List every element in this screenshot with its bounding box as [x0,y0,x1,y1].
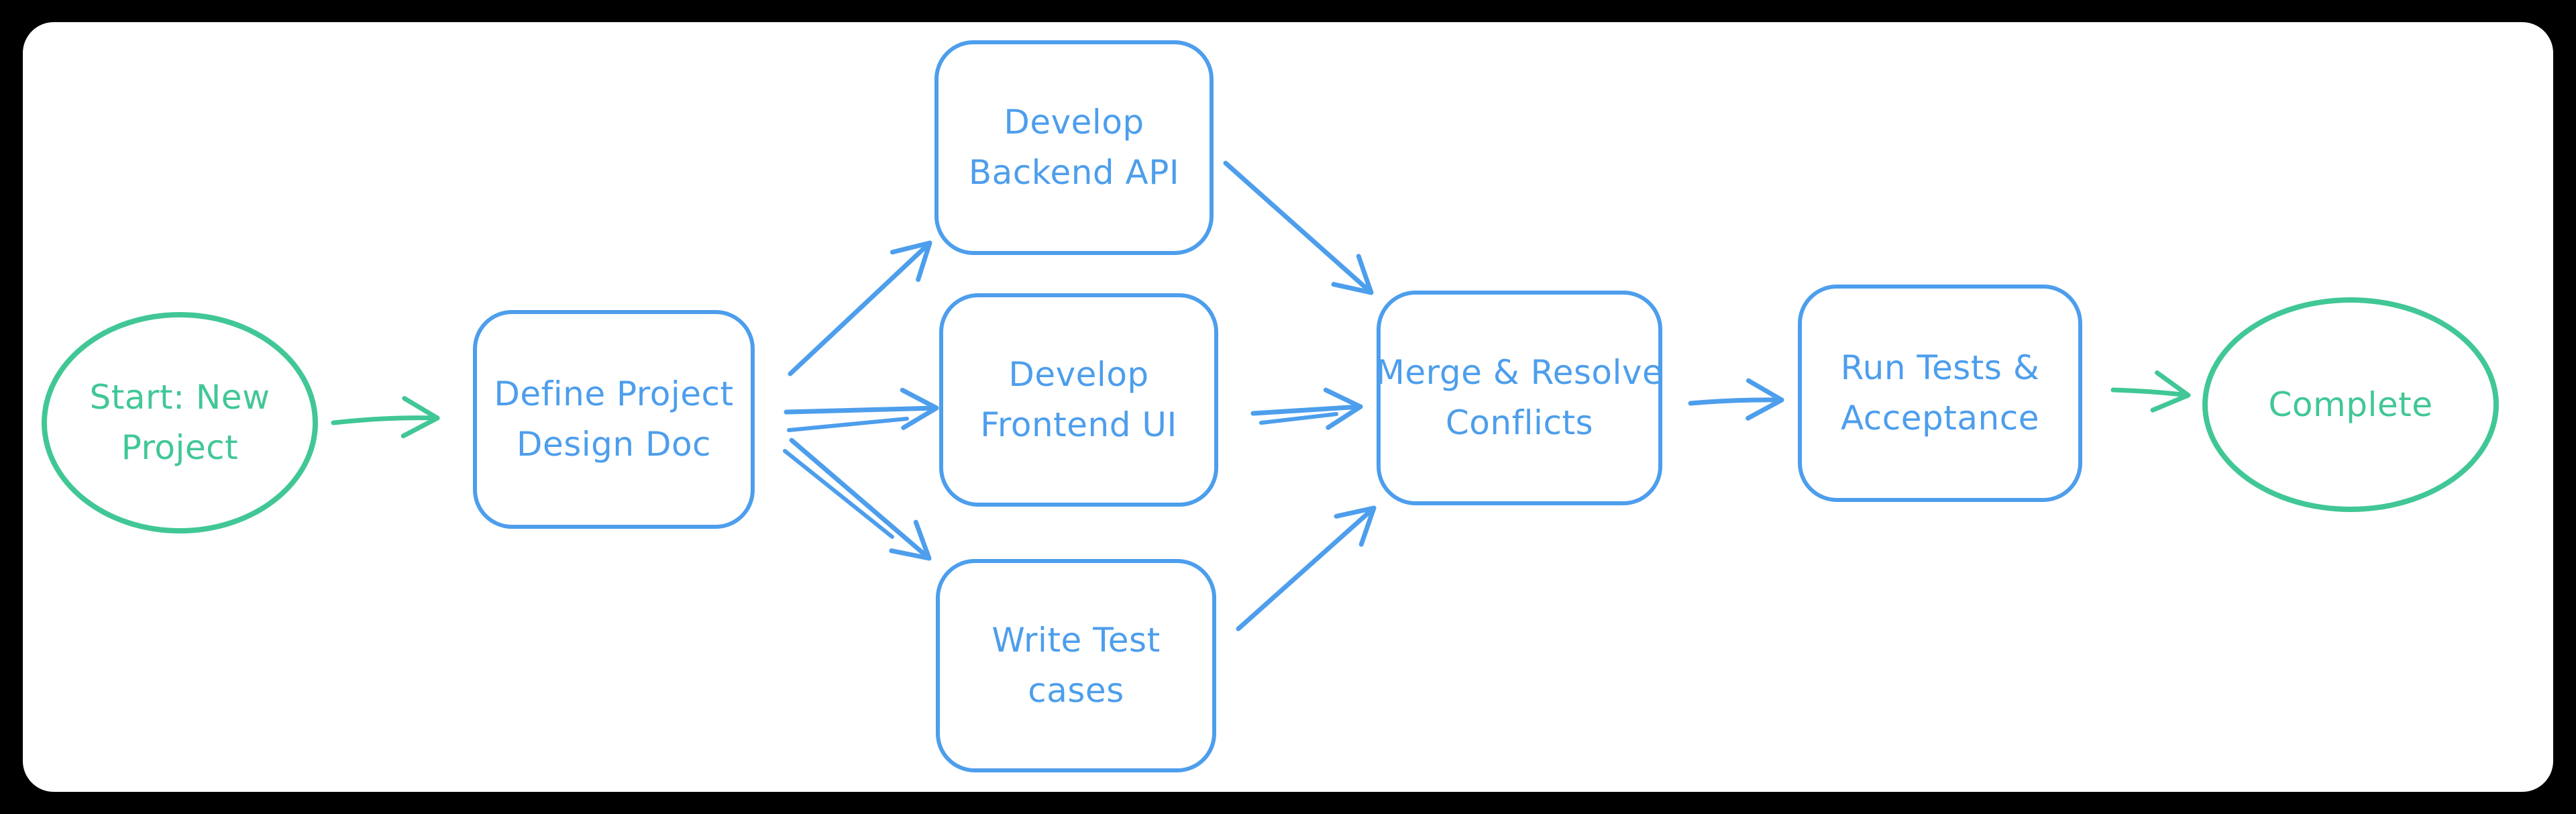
node-complete-label: Complete [2268,385,2433,424]
node-complete[interactable]: Complete [2202,297,2499,512]
edge-define-frontend[interactable] [784,387,939,430]
whiteboard-canvas[interactable] [23,22,2553,792]
edge-testcases-merge[interactable] [1236,505,1377,631]
edge-define-testcases[interactable] [789,438,932,561]
node-frontend-label: Develop Frontend UI [980,355,1177,444]
edge-runtests-complete[interactable] [2110,370,2191,413]
node-merge-resolve-conflicts[interactable]: Merge & Resolve Conflicts [1375,291,1664,505]
node-testcases-label: Write Test cases [991,621,1161,710]
node-start[interactable]: Start: New Project [42,312,318,533]
node-write-test-cases[interactable]: Write Test cases [936,559,1216,772]
edge-start-define[interactable] [331,396,440,439]
node-develop-frontend-ui[interactable]: Develop Frontend UI [939,293,1218,507]
node-define-project-design-doc[interactable]: Define Project Design Doc [473,310,755,529]
edge-frontend-merge[interactable] [1250,387,1363,430]
node-define-label: Define Project Design Doc [494,374,734,464]
node-start-label: Start: New Project [89,378,270,467]
node-runtests-label: Run Tests & Acceptance [1840,348,2040,438]
node-run-tests-acceptance[interactable]: Run Tests & Acceptance [1798,285,2082,502]
edge-define-backend[interactable] [788,240,932,376]
edge-backend-merge[interactable] [1223,160,1374,295]
node-develop-backend-api[interactable]: Develop Backend API [934,40,1214,255]
edge-merge-runtests[interactable] [1688,378,1784,421]
edge-define-testcases-sketch [783,449,894,539]
node-backend-label: Develop Backend API [968,103,1180,192]
edge-define-frontend-sketch [787,417,909,432]
node-merge-label: Merge & Resolve Conflicts [1375,353,1664,442]
